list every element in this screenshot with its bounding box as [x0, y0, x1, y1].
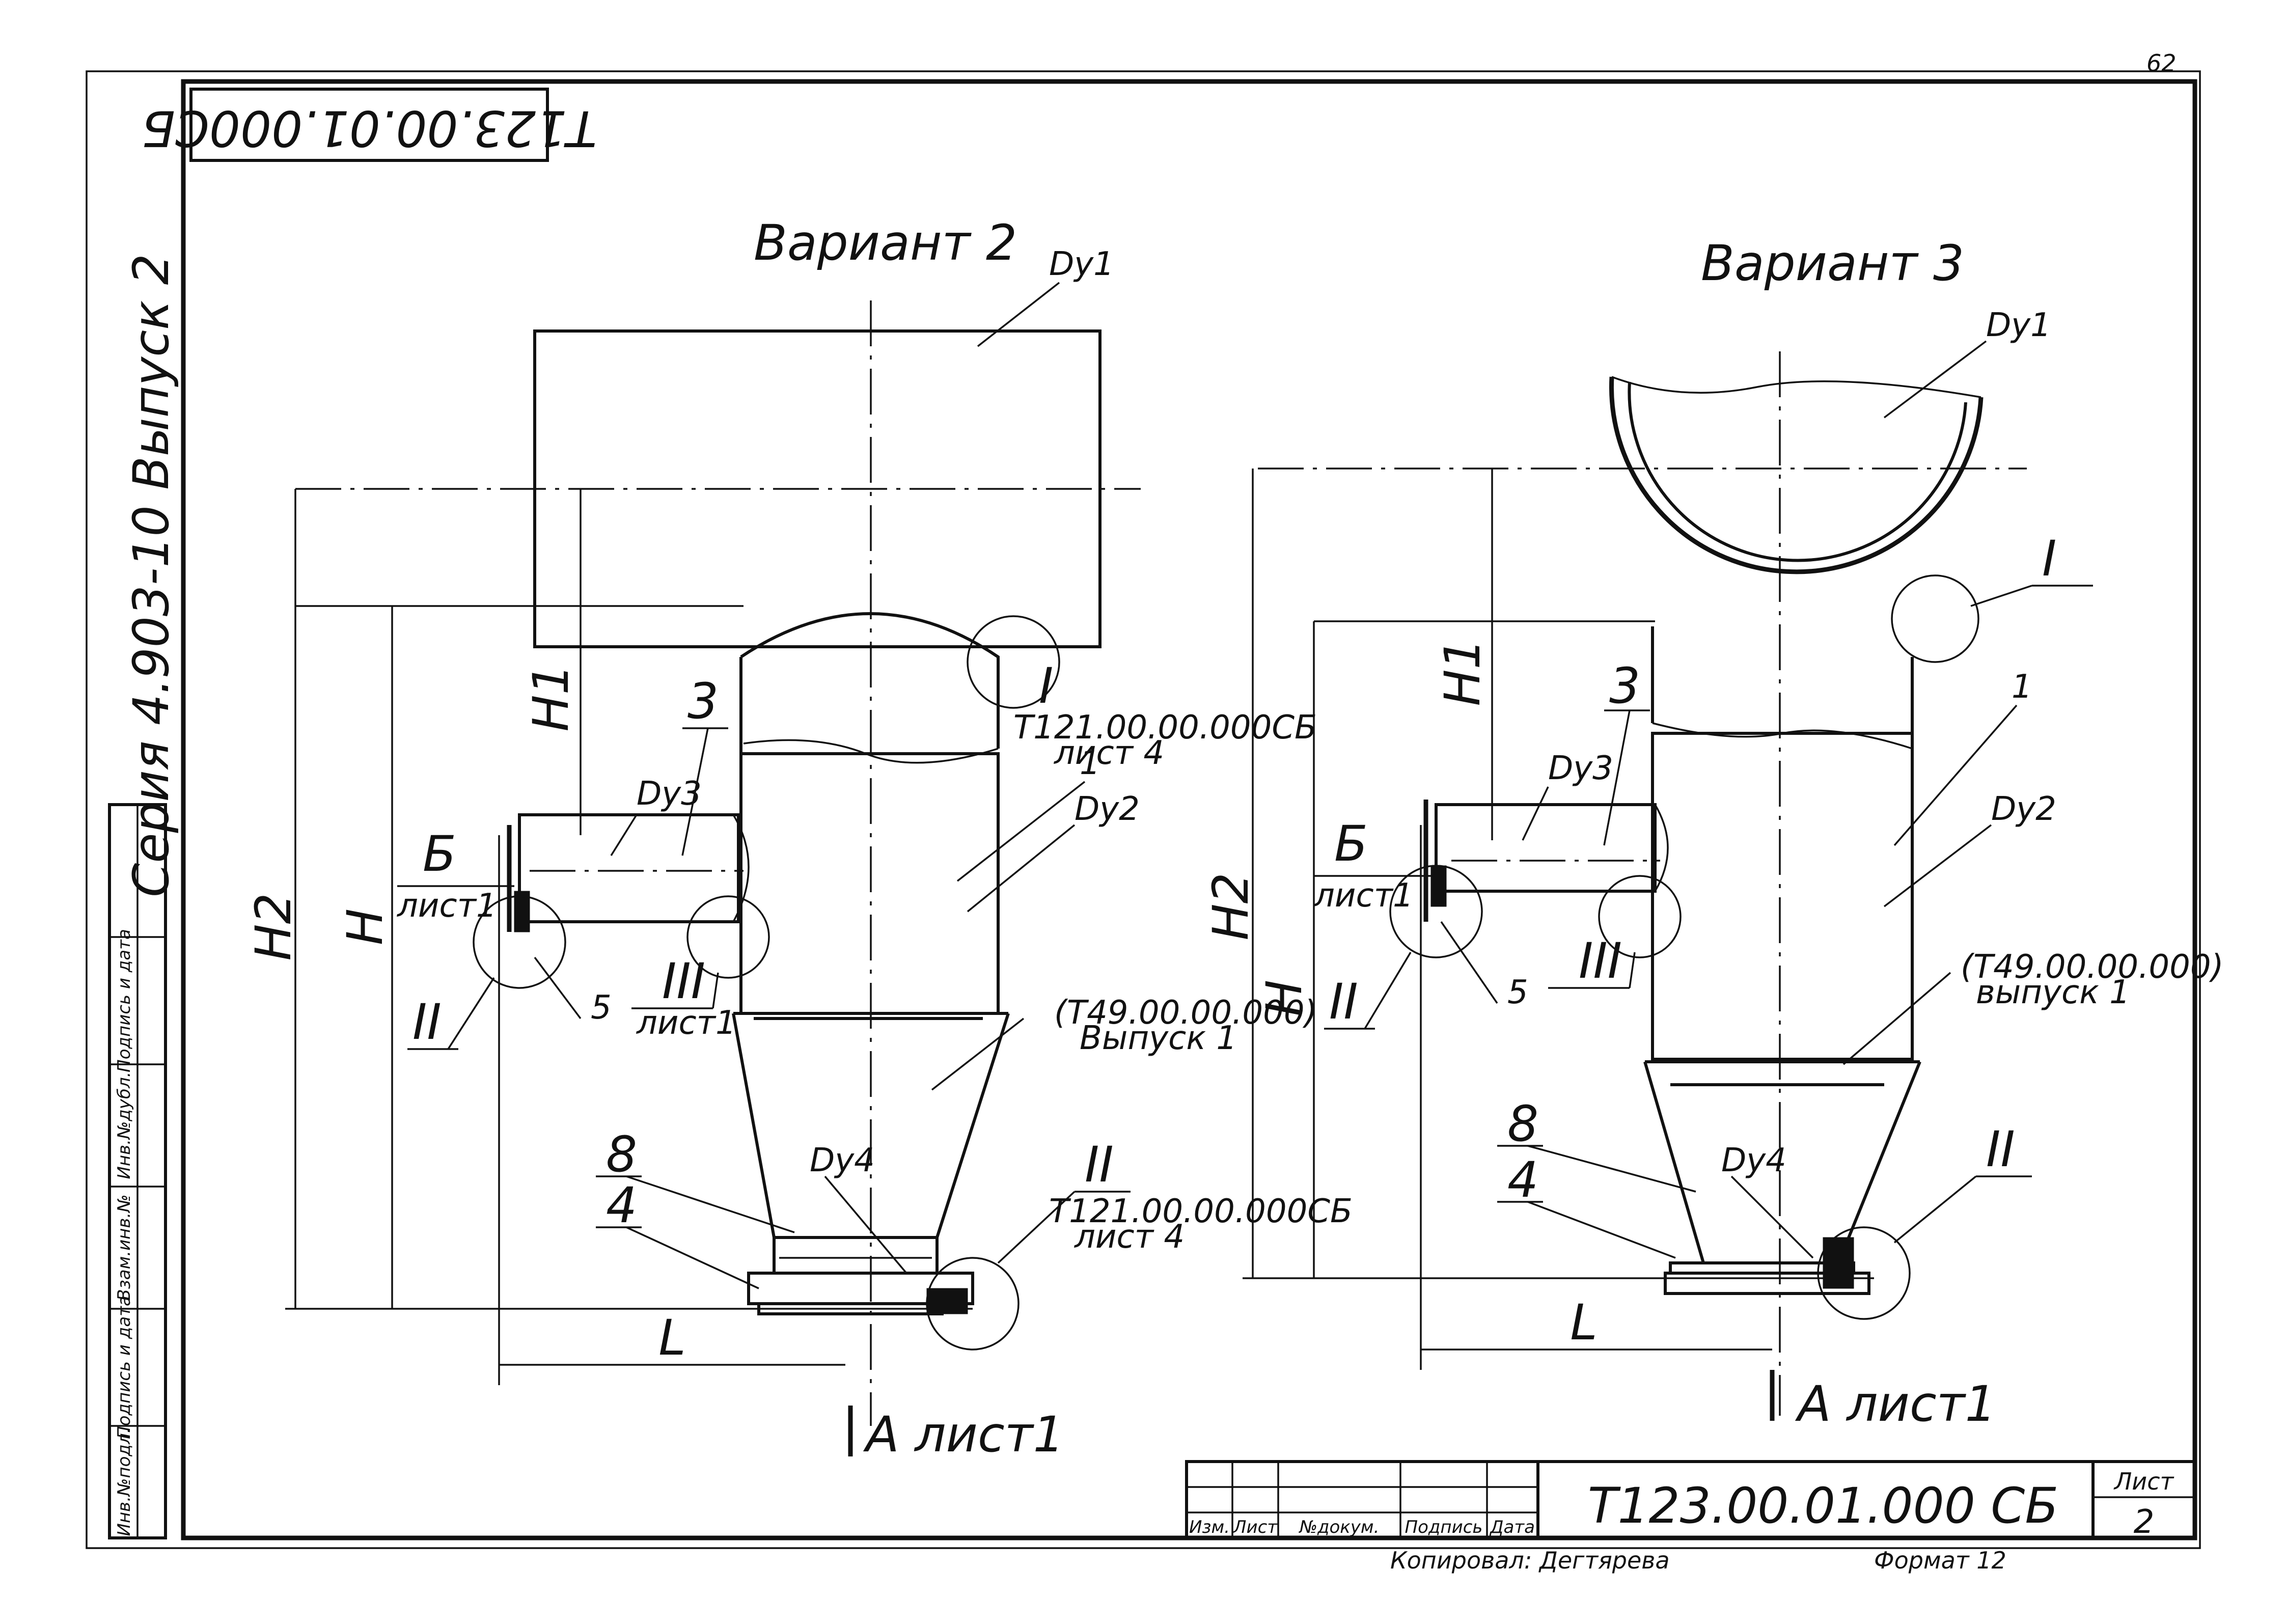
v3-vessel-body	[1651, 732, 1914, 1061]
v2-h-label: H	[337, 909, 394, 945]
tb-col-podp: Подпись	[1405, 1517, 1483, 1537]
v2-node-1: I	[1039, 657, 1053, 714]
v3-node-1: I	[2042, 530, 2056, 587]
v2-t49-ref: (T49.00.00.000)	[1054, 994, 1317, 1032]
v3-node-3-circle	[1598, 875, 1682, 958]
v2-dy4-label: Dу4	[810, 1142, 875, 1179]
tb-col-list: Лист	[1232, 1517, 1278, 1537]
top-stamp-box	[189, 88, 549, 162]
v2-node-1-ref: T121.00.00.000СБ	[1013, 709, 1317, 747]
v3-num-4: 4	[1507, 1151, 1538, 1208]
v3-b-label: Б	[1334, 815, 1368, 872]
v3-node-2-left-circle	[1389, 865, 1483, 958]
v2-l-label: L	[658, 1309, 685, 1366]
v3-t49-issue: выпуск 1	[1976, 974, 2130, 1011]
v2-side-branch	[518, 813, 740, 923]
v2-dy1-label: Dу1	[1049, 245, 1114, 283]
v2-node-2-ref: T121.00.00.000СБ	[1049, 1193, 1353, 1230]
outer-sheet-edge	[86, 70, 2201, 1549]
v3-b-sheet: лист1	[1313, 877, 1414, 915]
tb-format: Формат 12	[1874, 1547, 2006, 1574]
v2-cone	[732, 1013, 1010, 1239]
v3-dy3-label: Dу3	[1548, 750, 1613, 787]
v2-node-1-sheet: лист 4	[1053, 734, 1164, 772]
strip-cell-vzam-inv: Взам.инв.№	[114, 1194, 134, 1301]
v3-l-label: L	[1570, 1294, 1597, 1351]
v3-a-view: А лист1	[1795, 1375, 1996, 1433]
v3-t49-ref: (T49.00.00.000)	[1961, 948, 2224, 986]
tb-col-data: Дата	[1489, 1517, 1535, 1537]
v2-node-2-sheet: лист 4	[1073, 1218, 1185, 1256]
tb-col-izm: Изм.	[1189, 1517, 1230, 1537]
variant-2-title: Вариант 2	[754, 214, 1017, 271]
v2-node-3-sheet: лист1	[636, 1004, 736, 1042]
v2-a-view: А лист1	[863, 1406, 1064, 1463]
v2-node-3-circle	[686, 895, 770, 979]
v2-num-5: 5	[591, 989, 612, 1027]
left-strip: Инв.№подл. Подпись и дата Взам.инв.№ Инв…	[108, 803, 167, 1539]
series-text: Серия 4.903-10 Выпуск 2	[123, 254, 180, 897]
v2-node-3: III	[662, 953, 705, 1010]
v2-b-label: Б	[423, 825, 456, 883]
v2-dy3-label: Dу3	[637, 775, 702, 813]
v2-h2-label: H2	[245, 893, 302, 960]
tb-col-ndok: №докум.	[1299, 1517, 1380, 1537]
strip-cell-inv-podl: Инв.№подл.	[114, 1428, 134, 1536]
tb-copied-by: Копировал: Дегтярева	[1390, 1547, 1670, 1574]
v3-num-5: 5	[1507, 974, 1528, 1011]
variant-2-drawing: Вариант 2 Dу1	[245, 214, 1353, 1463]
v2-num-1: 1	[1080, 745, 1100, 782]
v3-bottom-flange	[1664, 1272, 1870, 1295]
v3-dy2-label: Dу2	[1991, 790, 2056, 828]
tb-sheet-label: Лист	[2113, 1468, 2174, 1495]
v3-num-1: 1	[2012, 668, 2032, 706]
v2-node-2-left-circle	[473, 895, 566, 989]
v3-side-branch	[1435, 803, 1657, 893]
strip-cell-inv-dubl: Инв.№дубл.	[114, 1071, 134, 1179]
drawing-frame	[181, 79, 2197, 1540]
sheet-corner-number: 62	[2146, 49, 2177, 77]
top-stamp-designation: T123.00.01.000СБ	[142, 100, 597, 157]
v2-node-2-left: II	[412, 994, 442, 1051]
v3-dy1-label: Dу1	[1986, 307, 2051, 344]
v3-node-1-circle	[1891, 574, 1979, 663]
strip-cell-podpis-2: Подпись и дата	[114, 929, 134, 1072]
v3-node-2-left: II	[1329, 973, 1358, 1030]
v3-num-8: 8	[1507, 1095, 1538, 1152]
v2-num-3: 3	[687, 673, 719, 730]
v2-num-8: 8	[606, 1126, 637, 1183]
title-block: Изм. Лист №докум. Подпись Дата T123.00.0…	[1185, 1460, 2196, 1574]
v3-node-2-right-circle	[1817, 1226, 1911, 1320]
v2-h1-label: H1	[522, 664, 580, 731]
top-stamp: T123.00.01.000СБ	[142, 88, 597, 162]
v3-h2-label: H2	[1202, 872, 1259, 940]
v2-node-1-circle	[967, 615, 1060, 709]
tb-designation: T123.00.01.000 СБ	[1588, 1477, 2058, 1534]
v3-h1-label: H1	[1434, 638, 1491, 706]
title-block-box	[1185, 1460, 2196, 1539]
v3-pipe-circle	[1609, 376, 1984, 574]
v3-node-3: III	[1579, 932, 1622, 989]
strip-cell-podpis-1: Подпись и дата	[114, 1296, 134, 1439]
v3-dy4-label: Dу4	[1721, 1142, 1786, 1179]
v2-node-2-right: II	[1085, 1136, 1114, 1193]
v3-num-3: 3	[1609, 657, 1640, 714]
variant-3-title: Вариант 3	[1701, 235, 1964, 292]
v2-b-sheet: лист1	[396, 887, 497, 925]
v2-dy2-label: Dу2	[1075, 790, 1140, 828]
v2-t49-issue: Выпуск 1	[1080, 1020, 1237, 1057]
v2-vessel-body	[739, 752, 1000, 1015]
tb-sheet-number: 2	[2134, 1503, 2155, 1541]
variant-3-drawing: Вариант 3 Dу1 H2 H	[1202, 235, 2224, 1433]
v2-num-4: 4	[606, 1177, 637, 1234]
v3-node-2-right: II	[1986, 1121, 2015, 1178]
v3-h-label: H	[1256, 980, 1313, 1016]
v2-node-2-right-circle	[926, 1257, 1020, 1351]
